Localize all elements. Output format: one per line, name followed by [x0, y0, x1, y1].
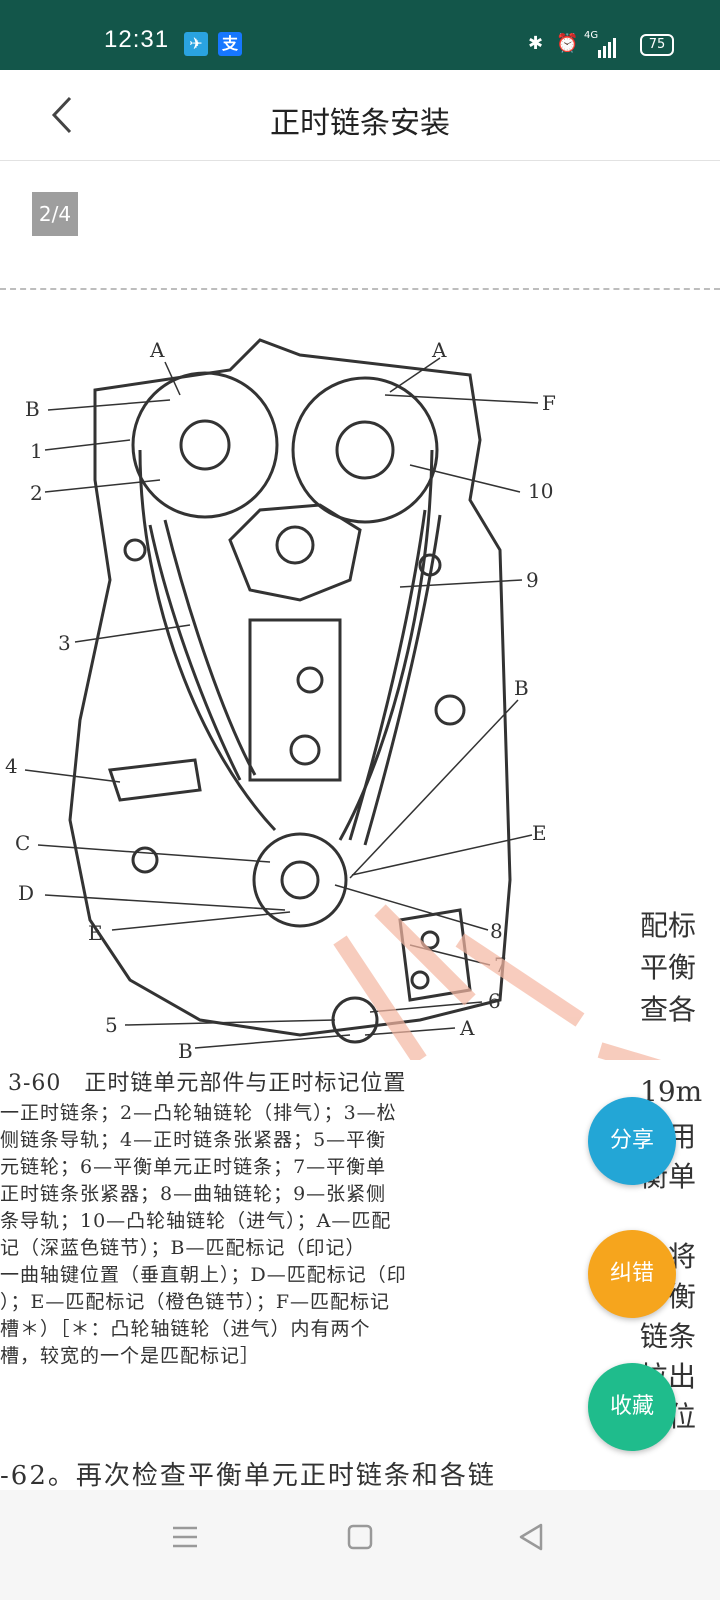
callout-label: B: [178, 1039, 193, 1060]
body-text-line: -62。再次检查平衡单元正时链条和各链: [0, 1461, 496, 1491]
callout-label: 2: [30, 481, 43, 505]
back-triangle-icon: [519, 1523, 543, 1551]
caption-line: 正时链条张紧器；8—曲轴链轮；9—张紧侧: [0, 1183, 387, 1205]
callout-label: 6: [488, 989, 501, 1013]
callout-label: 3: [58, 631, 71, 655]
system-navigation-bar: [0, 1490, 720, 1600]
caption-line: 侧链条导轨；4—正时链条张紧器；5—平衡: [0, 1129, 387, 1151]
caption-title: 3-60 正时链单元部件与正时标记位置: [8, 1071, 407, 1096]
divider: [0, 288, 720, 290]
callout-label: E: [532, 821, 547, 845]
home-square-icon: [347, 1524, 373, 1550]
right-column-text: 配标: [640, 909, 697, 942]
caption-line: 一曲轴键位置（垂直朝上）；D—匹配标记（印: [0, 1264, 407, 1286]
caption-line: ）；E—匹配标记（橙色链节）；F—匹配标记: [0, 1291, 391, 1313]
report-error-button[interactable]: 纠错: [588, 1230, 676, 1318]
document-page[interactable]: A B 1 2 3 4 C D E 5 B A F 10 9 B E 8 7 6…: [0, 300, 720, 1490]
back-button[interactable]: [44, 90, 84, 140]
menu-icon: [173, 1526, 197, 1548]
callout-label: B: [25, 397, 40, 421]
callout-label: C: [15, 831, 30, 855]
callout-label: B: [514, 676, 529, 700]
signal-icon: [598, 30, 618, 58]
callout-label: 8: [490, 919, 503, 943]
caption-line: 一正时链条；2—凸轮轴链轮（排气）；3—松: [0, 1102, 397, 1124]
page-indicator: 2/4: [32, 192, 78, 236]
top-app-bar: 正时链条安装: [0, 70, 720, 161]
page-title: 正时链条安装: [270, 106, 450, 141]
callout-label: A: [431, 338, 447, 362]
timing-chain-diagram: A B 1 2 3 4 C D E 5 B A F 10 9 B E 8 7 6…: [5, 338, 662, 1060]
callout-label: D: [18, 881, 34, 905]
callout-label: A: [459, 1016, 475, 1040]
back-nav-button[interactable]: [507, 1512, 557, 1562]
status-time: 12:31: [104, 26, 170, 53]
callout-label: 1: [30, 439, 43, 463]
caption-line: 条导轨；10—凸轮轴链轮（进气）；A—匹配: [0, 1210, 392, 1232]
home-nav-button[interactable]: [335, 1512, 385, 1562]
network-type: 4G: [584, 30, 599, 41]
status-bar: 12:31 ✈ 支 ✱ ⏰ 4G 75: [0, 0, 720, 70]
caption-line: 记（深蓝色链节）；B—匹配标记（印记）: [0, 1237, 366, 1259]
chevron-left-icon: [51, 96, 72, 134]
battery-icon: 75: [640, 34, 674, 56]
right-column-text: 平衡: [640, 951, 697, 984]
caption-line: 槽，较宽的一个是匹配标记］: [0, 1345, 261, 1367]
caption-line: 槽＊）［＊：凸轮轴链轮（进气）内有两个: [0, 1318, 371, 1340]
callout-label: A: [149, 338, 165, 362]
favorite-button[interactable]: 收藏: [588, 1363, 676, 1451]
callout-label: F: [542, 391, 556, 415]
right-column-text: 查各: [640, 993, 697, 1026]
caption-line: 元链轮；6—平衡单元正时链条；7—平衡单: [0, 1156, 387, 1178]
callout-label: 10: [528, 479, 553, 503]
right-column-text: 链条: [640, 1320, 697, 1353]
alarm-icon: ⏰: [556, 33, 579, 54]
watermark: [333, 904, 662, 1060]
callout-label: E: [88, 921, 103, 945]
alipay-icon: 支: [218, 32, 242, 56]
callout-label: 5: [105, 1013, 118, 1037]
callout-label: 9: [526, 568, 539, 592]
bluetooth-icon: ✱: [528, 33, 544, 54]
share-button[interactable]: 分享: [588, 1097, 676, 1185]
figure-caption: 3-60 正时链单元部件与正时标记位置 一正时链条；2—凸轮轴链轮（排气）；3—…: [0, 1068, 610, 1370]
telegram-icon: ✈: [184, 32, 208, 56]
callout-label: 4: [5, 754, 18, 778]
menu-nav-button[interactable]: [160, 1512, 210, 1562]
